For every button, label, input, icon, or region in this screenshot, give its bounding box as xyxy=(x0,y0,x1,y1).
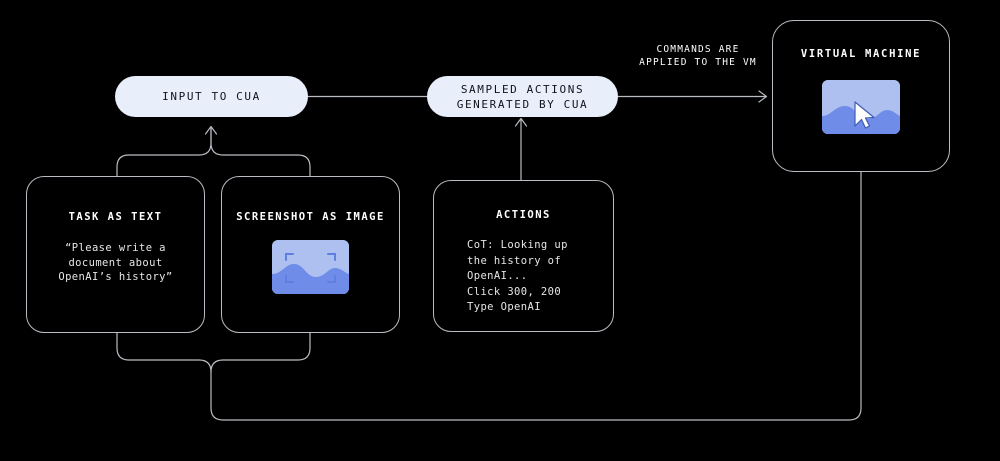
wire-screenshot-to-input xyxy=(210,127,311,177)
actions-card-title: ACTIONS xyxy=(496,209,551,221)
node-sampled-actions[interactable]: SAMPLED ACTIONS GENERATED BY CUA xyxy=(427,76,618,117)
task-card-body: “Please write a document about OpenAI’s … xyxy=(58,242,173,283)
input-pill-label: INPUT TO CUA xyxy=(162,90,261,103)
arrowhead-input-pill xyxy=(204,125,218,135)
arrowhead-vm xyxy=(758,90,768,103)
screenshot-card-title: SCREENSHOT AS IMAGE xyxy=(236,211,385,223)
sampled-pill-line2: GENERATED BY CUA xyxy=(456,97,589,111)
screenshot-thumbnail-icon xyxy=(272,240,349,294)
sampled-pill-line1: SAMPLED ACTIONS xyxy=(460,82,585,96)
wire-feedback-to-screenshot xyxy=(210,332,311,373)
wire-task-to-input xyxy=(116,127,212,177)
actions-card-body: CoT: Looking up the history of OpenAI...… xyxy=(467,239,568,313)
arrowhead-sampled-pill xyxy=(514,117,528,127)
node-task-as-text[interactable]: TASK AS TEXT “Please write a document ab… xyxy=(26,176,205,333)
label-commands-applied: COMMANDS ARE APPLIED TO THE VM xyxy=(639,44,757,68)
wire-feedback-to-task xyxy=(116,332,212,373)
vm-card-title: VIRTUAL MACHINE xyxy=(800,48,922,60)
node-virtual-machine[interactable]: VIRTUAL MACHINE xyxy=(772,20,950,172)
cursor-arrow-icon xyxy=(854,101,875,129)
node-screenshot-as-image[interactable]: SCREENSHOT AS IMAGE xyxy=(221,176,400,333)
vm-screen-thumbnail-icon xyxy=(822,80,900,134)
node-actions[interactable]: ACTIONS CoT: Looking up the history of O… xyxy=(433,180,614,332)
vm-thumbnail-wrap xyxy=(773,77,949,134)
task-card-title: TASK AS TEXT xyxy=(68,211,163,223)
screenshot-thumbnail-wrap xyxy=(222,240,399,294)
node-input-to-cua[interactable]: INPUT TO CUA xyxy=(115,76,308,117)
